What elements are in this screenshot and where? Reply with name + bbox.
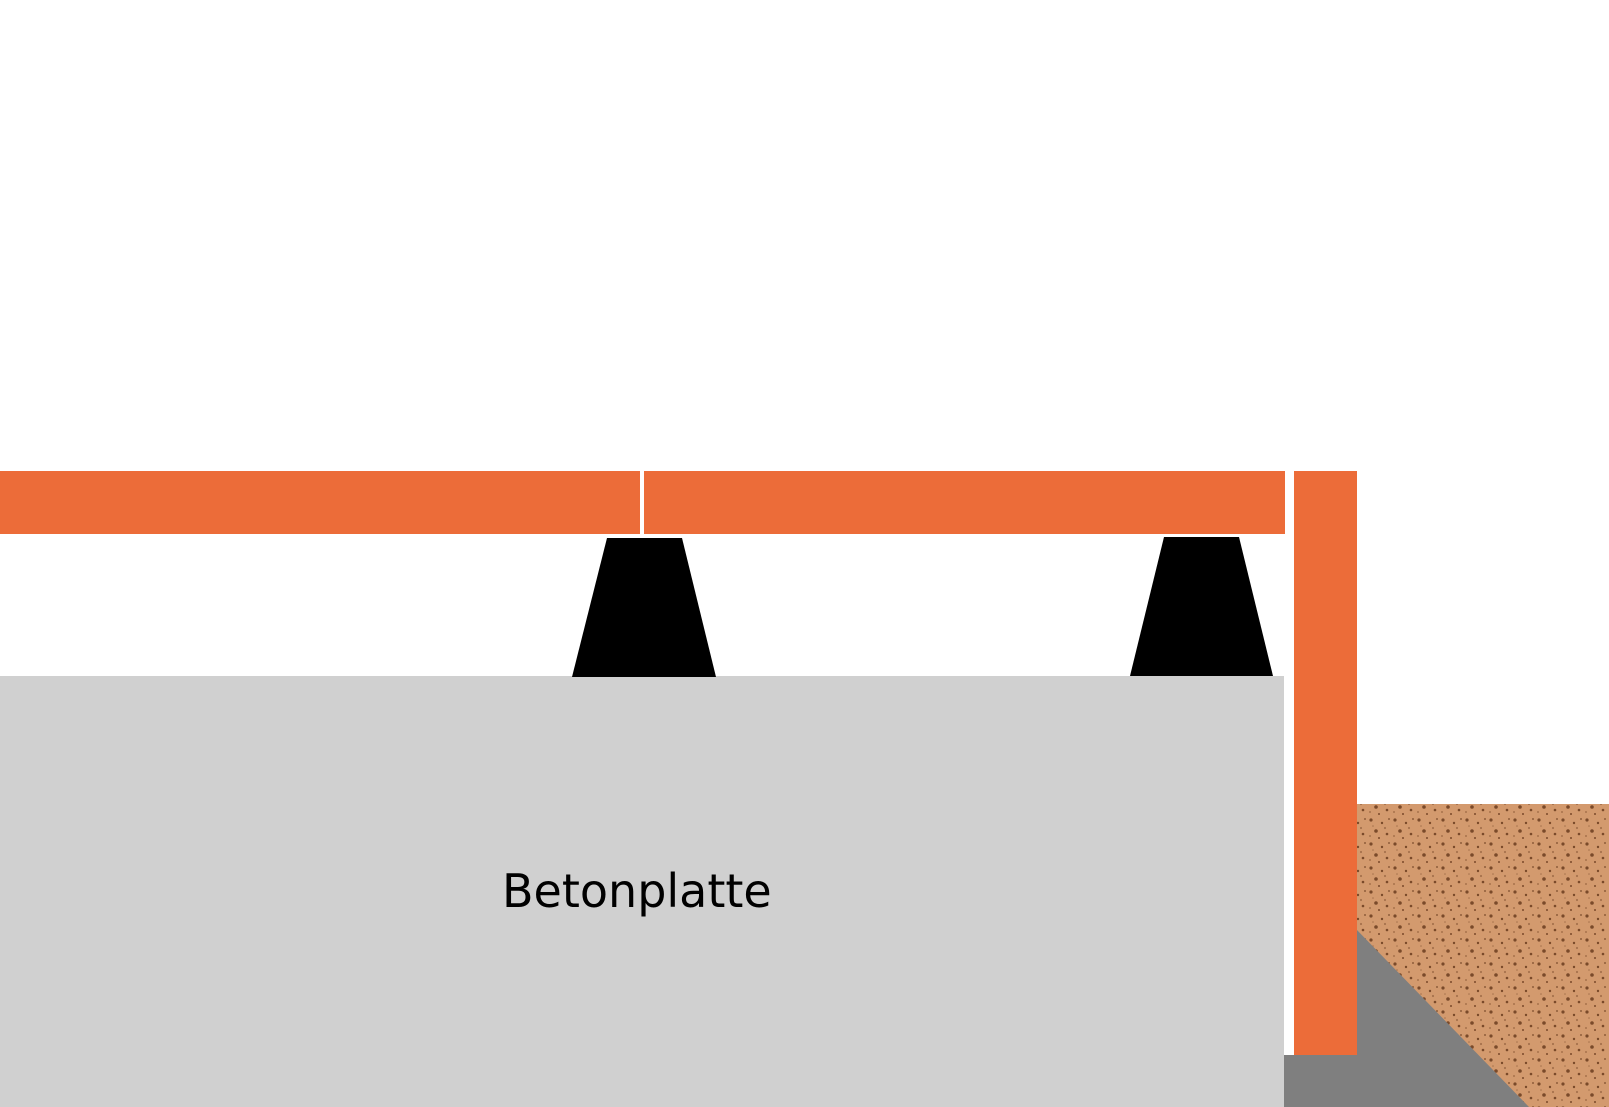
deck-board-right <box>644 471 1285 534</box>
footing-wedge <box>1356 929 1529 1107</box>
slab-label: Betonplatte <box>502 864 772 918</box>
concrete-slab <box>0 676 1284 1107</box>
pedestal-support-right <box>1130 537 1273 676</box>
pedestal-support-left <box>572 538 716 677</box>
deck-board-left <box>0 471 640 534</box>
fascia-board <box>1294 471 1357 1055</box>
